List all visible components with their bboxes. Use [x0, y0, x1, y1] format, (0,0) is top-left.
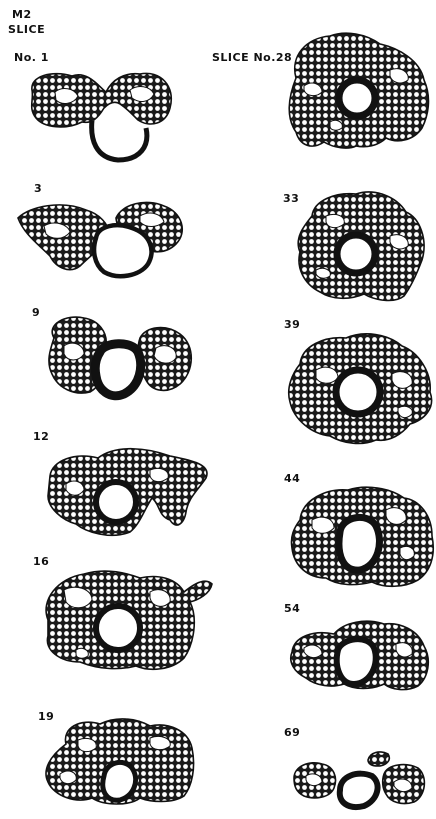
slice-3-drawing — [18, 202, 182, 276]
slice-1-drawing — [32, 73, 172, 160]
slice-69-drawing — [294, 752, 424, 807]
slice-9-drawing — [49, 317, 191, 396]
slice-19-drawing — [46, 719, 194, 804]
slice-33-drawing — [298, 192, 424, 300]
slice-16-drawing — [46, 571, 212, 669]
slice-28-drawing — [289, 33, 428, 148]
slice-54-drawing — [291, 621, 428, 689]
slice-44-drawing — [291, 487, 433, 586]
slice-12-drawing — [48, 449, 207, 536]
slice-39-drawing — [289, 334, 432, 444]
